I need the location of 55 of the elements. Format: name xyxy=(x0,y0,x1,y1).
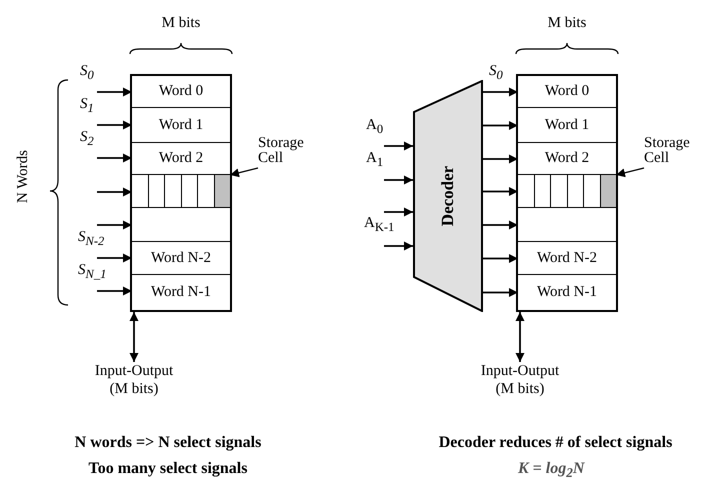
caption-text: N words => N select signals xyxy=(74,434,262,452)
decoder-label: Decoder xyxy=(438,166,458,226)
arrow xyxy=(483,88,518,96)
arrow xyxy=(483,288,518,297)
arrow xyxy=(384,208,413,216)
word-row: Word 1 xyxy=(132,108,230,143)
arrow xyxy=(384,142,413,150)
signal-label: S$_{N_1}$ xyxy=(78,261,106,283)
caption-text: Too many select signals xyxy=(88,460,248,478)
word-row xyxy=(518,175,616,208)
arrow xyxy=(97,188,132,196)
storage-cell xyxy=(214,175,230,207)
word-row: Word 0 xyxy=(132,76,230,108)
signal-label: A$_{0}$ xyxy=(366,116,384,138)
arrow xyxy=(97,220,132,230)
arrow xyxy=(384,176,413,184)
io-label: Input-Output (M bits) xyxy=(84,362,184,400)
signal-label: S$_{N-2}$ xyxy=(78,228,104,250)
arrow xyxy=(483,254,518,263)
signal-label: A$_{K-1}$ xyxy=(364,214,394,236)
io-label: Input-Output (M bits) xyxy=(470,362,570,400)
storage-cell xyxy=(600,175,616,207)
arrow xyxy=(483,121,518,130)
callout-text: Storage Cell xyxy=(644,136,706,168)
arrow xyxy=(97,120,132,130)
arrow xyxy=(97,88,132,96)
signal-label: A$_{1}$ xyxy=(366,149,384,171)
memory-array xyxy=(516,74,618,312)
callout-text: Storage Cell xyxy=(258,136,320,168)
caption-text: Decoder reduces # of select signals xyxy=(438,434,674,452)
word-row: Word N-2 xyxy=(132,242,230,275)
memory-array xyxy=(130,74,232,312)
brace-label: M bits xyxy=(160,14,202,32)
arrow xyxy=(516,312,524,362)
arrow xyxy=(483,220,518,230)
arrow xyxy=(97,286,132,296)
brace-label: M bits xyxy=(546,14,588,32)
caption-text: K = log$_{2}$N xyxy=(518,460,584,482)
arrow xyxy=(384,242,413,250)
arrow xyxy=(483,187,518,196)
signal-label: S$_{2}$ xyxy=(80,128,94,150)
arrow xyxy=(483,154,518,164)
word-row: Word N-2 xyxy=(518,242,616,275)
brace-label: N Words xyxy=(14,150,32,204)
word-row xyxy=(132,175,230,208)
word-row: Word N-1 xyxy=(132,275,230,310)
word-row: Word 0 xyxy=(518,76,616,108)
signal-label: S$_{1}$ xyxy=(80,95,94,117)
signal-label: S$_{0}$ xyxy=(80,62,94,84)
word-row: Word N-1 xyxy=(518,275,616,310)
signal-label: S$_{0}$ xyxy=(489,62,503,84)
arrow xyxy=(97,254,132,262)
word-row: Word 1 xyxy=(518,108,616,143)
arrow xyxy=(97,154,132,162)
arrow xyxy=(130,312,138,362)
